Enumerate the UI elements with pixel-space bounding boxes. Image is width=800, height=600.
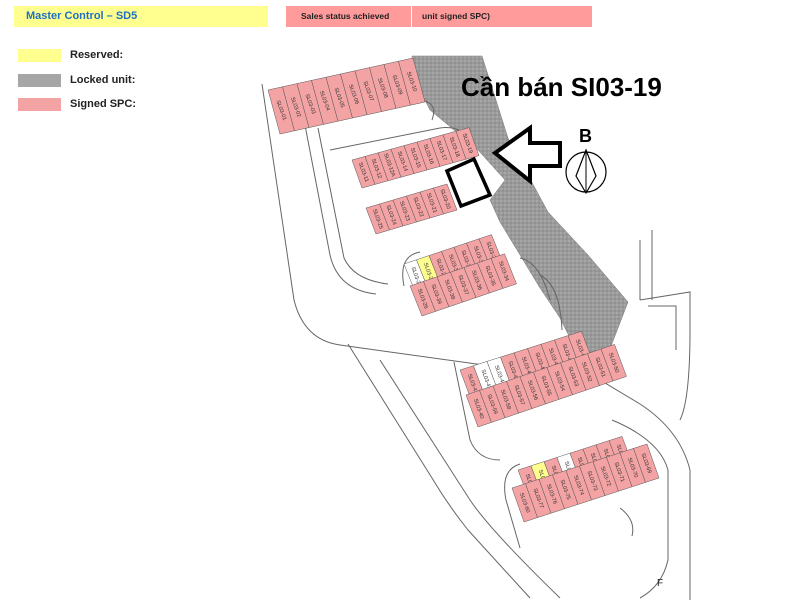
sales-status-value: unit signed SPC) [422,11,490,21]
legend-label-signed: Signed SPC: [70,98,137,110]
lot-sl03-50 [600,344,627,382]
sales-status-bar: Sales status achieved unit signed SPC) [286,6,592,27]
locked-area [411,55,629,383]
page-title: Master Control – SD5 [14,6,268,27]
corner-mark: F [657,578,664,589]
sale-note: Cần bán SI03-19 [461,72,662,102]
legend-swatch-reserved [18,49,61,62]
pointer-arrow-icon [491,124,562,186]
legend-label-reserved: Reserved: [70,49,124,61]
lot-sl03-69 [633,443,660,483]
lot-sl03-10 [398,57,426,106]
sales-status-label: Sales status achieved [286,6,412,27]
legend-label-locked: Locked unit: [70,74,136,86]
legend-swatch-locked [18,74,61,87]
north-label: B [579,126,592,146]
highlighted-lot-outline [444,156,493,209]
north-arrow-icon [565,148,607,195]
lot-sl03-20 [433,183,458,215]
road-network [261,83,691,600]
legend-swatch-signed [18,98,61,111]
lot-sl03-34 [490,253,517,289]
lot-sl03-19 [455,127,480,160]
